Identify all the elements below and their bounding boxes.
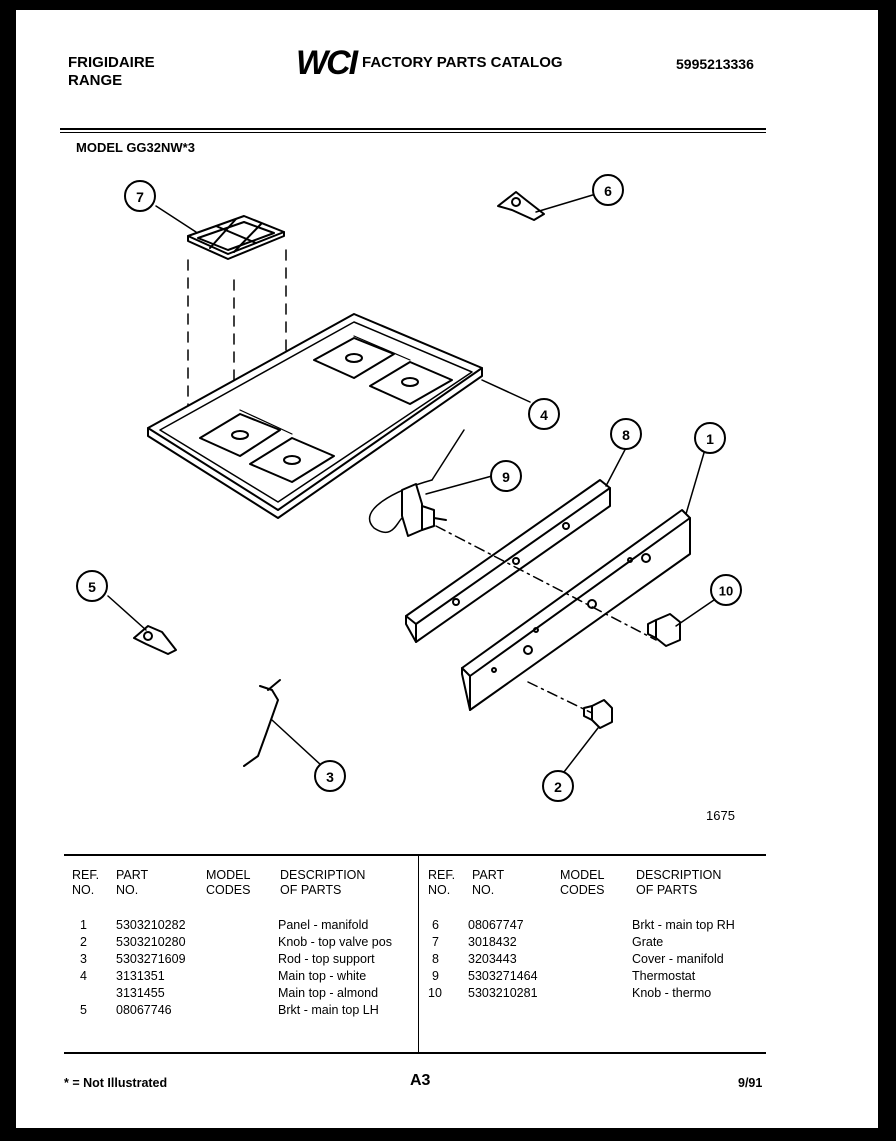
callout-6-label: 6 bbox=[604, 183, 612, 199]
document-number: 5995213336 bbox=[676, 56, 754, 72]
part-no: 5303210282 bbox=[116, 918, 186, 932]
callout-1 bbox=[694, 422, 726, 454]
callout-9 bbox=[490, 460, 522, 492]
header-ref-right: REF. NO. bbox=[428, 868, 456, 897]
callout-2-label: 2 bbox=[554, 779, 562, 795]
catalog-page: FRIGIDAIRE RANGE WCI FACTORY PARTS CATAL… bbox=[16, 10, 878, 1128]
callout-7 bbox=[124, 180, 156, 212]
callout-1-label: 1 bbox=[706, 431, 714, 447]
callout-10 bbox=[710, 574, 742, 606]
revision-date: 9/91 bbox=[738, 1076, 763, 1090]
header-model: MODEL CODES bbox=[206, 868, 251, 897]
ref-no: 1 bbox=[80, 918, 87, 932]
callout-4-label: 4 bbox=[540, 407, 548, 423]
brand-block: FRIGIDAIRE RANGE bbox=[68, 54, 155, 90]
manifold-cover-part bbox=[405, 479, 611, 643]
part-description: Knob - top valve pos bbox=[278, 935, 392, 949]
exploded-diagram: 1 2 3 4 5 6 7 8 9 10 bbox=[76, 174, 742, 802]
ref-no: 7 bbox=[432, 935, 439, 949]
header-part: PART NO. bbox=[116, 868, 149, 897]
ref-no: 6 bbox=[432, 918, 439, 932]
callout-5 bbox=[76, 570, 108, 602]
bracket-lh-part bbox=[133, 625, 177, 655]
part-description: Main top - white bbox=[278, 969, 367, 983]
figure-number: 1675 bbox=[706, 808, 735, 823]
callout-3-label: 3 bbox=[326, 769, 334, 785]
callout-9-label: 9 bbox=[502, 469, 510, 485]
header-desc-right: DESCRIPTION OF PARTS bbox=[636, 868, 722, 897]
part-description: Brkt - main top RH bbox=[632, 918, 735, 932]
footnote: * = Not Illustrated bbox=[64, 1076, 168, 1090]
part-description: Rod - top support bbox=[278, 952, 375, 966]
product-type: RANGE bbox=[68, 72, 123, 89]
ref-no: 8 bbox=[432, 952, 439, 966]
ref-no: 9 bbox=[432, 969, 439, 983]
header-part-right: PART NO. bbox=[472, 868, 505, 897]
header-ref: REF. NO. bbox=[72, 868, 100, 897]
part-no: 08067747 bbox=[468, 918, 524, 932]
part-no: 5303271609 bbox=[116, 952, 186, 966]
callout-7-label: 7 bbox=[136, 189, 144, 205]
parts-table: REF. NO. PART NO. MODEL CODES DESCRIPTIO… bbox=[64, 854, 766, 1054]
callout-2 bbox=[542, 770, 574, 802]
ref-no: 2 bbox=[80, 935, 87, 949]
wci-logo: WCI bbox=[296, 44, 362, 80]
callout-8 bbox=[610, 418, 642, 450]
catalog-title: FACTORY PARTS CATALOG bbox=[362, 54, 563, 71]
part-no: 3018432 bbox=[468, 935, 517, 949]
part-description: Panel - manifold bbox=[278, 918, 369, 932]
part-no: 3131351 bbox=[116, 969, 165, 983]
part-no: 3203443 bbox=[468, 952, 517, 966]
thermostat-part bbox=[368, 429, 465, 537]
main-top-part bbox=[147, 313, 483, 519]
callout-5-label: 5 bbox=[88, 579, 96, 595]
grate-part bbox=[187, 215, 285, 260]
ref-no: 3 bbox=[80, 952, 87, 966]
part-no: 5303271464 bbox=[468, 969, 538, 983]
logo-text: WCI bbox=[296, 44, 360, 80]
part-description: Thermostat bbox=[632, 969, 696, 983]
callout-3 bbox=[314, 760, 346, 792]
ref-no: 4 bbox=[80, 969, 87, 983]
part-description: Main top - almond bbox=[278, 986, 379, 1000]
brand-name: FRIGIDAIRE bbox=[68, 54, 155, 71]
part-description: Knob - thermo bbox=[632, 986, 712, 1000]
model-label: MODEL GG32NW*3 bbox=[76, 140, 195, 155]
callout-6 bbox=[592, 174, 624, 206]
callout-10-label: 10 bbox=[719, 584, 733, 599]
part-no: 5303210281 bbox=[468, 986, 538, 1000]
header-rule-thin bbox=[60, 132, 766, 133]
bracket-rh-part bbox=[497, 191, 545, 221]
knob-thermo-part bbox=[647, 613, 681, 647]
manifold-panel-part bbox=[461, 509, 691, 711]
part-description: Cover - manifold bbox=[632, 952, 724, 966]
part-no: 08067746 bbox=[116, 1003, 172, 1017]
part-description: Brkt - main top LH bbox=[278, 1003, 379, 1017]
page-code: A3 bbox=[410, 1072, 431, 1089]
part-description: Grate bbox=[632, 935, 664, 949]
part-no: 3131455 bbox=[116, 986, 165, 1000]
ref-no: 10 bbox=[428, 986, 442, 1000]
part-no: 5303210280 bbox=[116, 935, 186, 949]
ref-no: 5 bbox=[80, 1003, 87, 1017]
callout-4 bbox=[528, 398, 560, 430]
table-divider bbox=[418, 856, 419, 1052]
callout-8-label: 8 bbox=[622, 427, 630, 443]
header-rule bbox=[60, 128, 766, 130]
header-model-right: MODEL CODES bbox=[560, 868, 605, 897]
rod-part bbox=[243, 679, 281, 767]
knob-top-valve-part bbox=[583, 699, 613, 729]
header-desc: DESCRIPTION OF PARTS bbox=[280, 868, 366, 897]
